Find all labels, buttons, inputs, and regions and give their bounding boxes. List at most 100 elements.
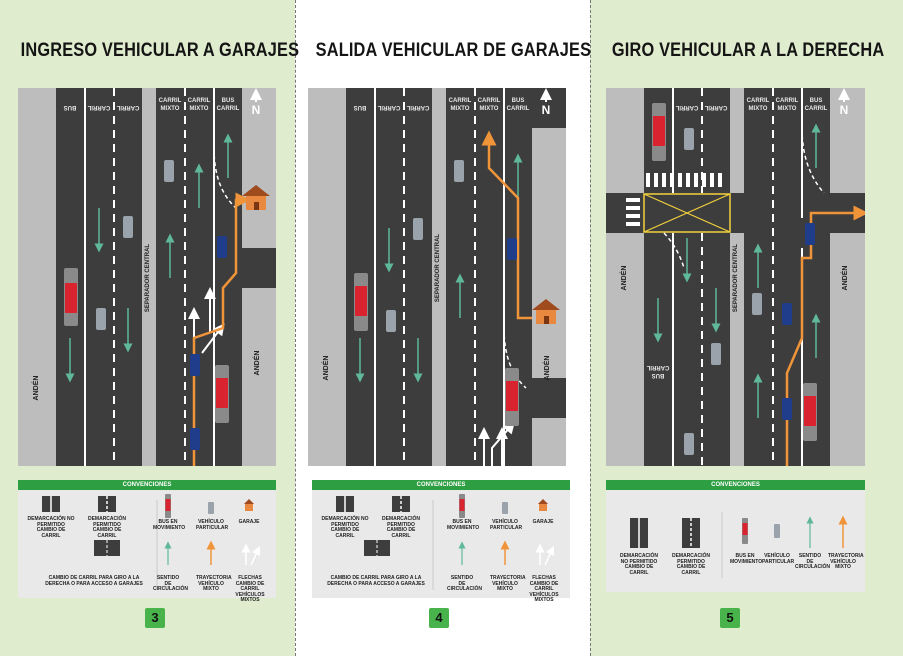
legend-cambio: CAMBIO DE CARRIL PARA GIRO A LA DERECHA … xyxy=(45,575,143,587)
legend-garaje: GARAJE xyxy=(238,519,260,525)
car-mixto xyxy=(217,236,227,258)
car-mixto xyxy=(190,428,200,450)
lane-labels: BUS CARRIL CARRIL CARRIL MIXTO CARRIL MI… xyxy=(64,98,240,112)
lane-labels: BUS CARRIL CARRIL CARRIL MIXTO CARRIL MI… xyxy=(354,98,530,112)
legend: CONVENCIONES DEMARCACIÓN NO PERMITIDO CA… xyxy=(606,480,865,592)
legend-trayectoria: TRAYECTORIA VEHÍCULO MIXTO xyxy=(196,575,232,592)
anden-label: ANDÉN xyxy=(840,266,849,291)
car xyxy=(752,293,762,315)
anden-label: ANDÉN xyxy=(321,356,330,381)
svg-text:MIXTO: MIXTO xyxy=(778,106,797,112)
legend-flechas: FLECHAS CAMBIO DE CARRIL VEHÍCULOS MIXTO… xyxy=(235,575,265,603)
panel-divider xyxy=(590,0,591,656)
car-mixto xyxy=(805,223,815,245)
direction-arrows xyxy=(65,133,233,383)
legend-flechas: FLECHAS CAMBIO DE CARRIL VEHÍCULOS MIXTO… xyxy=(529,575,559,603)
car xyxy=(96,308,106,330)
anden-label: ANDÉN xyxy=(31,376,40,401)
svg-text:BUS: BUS xyxy=(512,98,525,104)
legend-title: CONVENCIONES xyxy=(312,480,570,490)
svg-text:CARRIL: CARRIL xyxy=(805,106,828,112)
legend: CONVENCIONES DEMARCACIÓN NO PERMITIDO CA… xyxy=(18,480,276,603)
car xyxy=(454,160,464,182)
separador-label: SEPARADOR CENTRAL xyxy=(733,244,739,313)
direction-arrows xyxy=(355,153,523,383)
legend-no-permitido: DEMARCACIÓN NO PERMITIDO CAMBIO DE CARRI… xyxy=(321,516,369,539)
panel-title: GIRO VEHICULAR A LA DERECHA xyxy=(611,40,885,61)
svg-text:CARRIL: CARRIL xyxy=(406,104,429,110)
scene-giro: CARRIL CARRIL CARRIL MIXTO CARRIL MIXTO … xyxy=(606,88,865,466)
legend-cambio: CAMBIO DE CARRIL PARA GIRO A LA DERECHA … xyxy=(327,575,425,587)
svg-text:CARRIL: CARRIL xyxy=(704,104,727,110)
page-number-badge: 4 xyxy=(429,608,449,628)
svg-text:MIXTO: MIXTO xyxy=(451,106,470,112)
svg-text:CARRIL: CARRIL xyxy=(646,364,669,370)
svg-text:CARRIL: CARRIL xyxy=(188,98,211,104)
svg-text:CARRIL: CARRIL xyxy=(159,98,182,104)
svg-text:CARRIL: CARRIL xyxy=(776,98,799,104)
trajectory-path xyxy=(785,205,865,466)
legend-sentido: SENTIDO DE CIRCULACIÓN xyxy=(447,575,482,592)
anden-label: ANDÉN xyxy=(542,356,551,381)
svg-text:CARRIL: CARRIL xyxy=(507,106,530,112)
legend-vehiculo: VEHÍCULO PARTICULAR xyxy=(490,519,523,531)
north-indicator: N xyxy=(252,103,261,117)
legend-trayectoria: TRAYECTORIA VEHÍCULO MIXTO xyxy=(828,553,864,570)
svg-text:MIXTO: MIXTO xyxy=(161,106,180,112)
legend-bus: BUS EN MOVIMIENTO xyxy=(447,519,480,531)
side-street xyxy=(532,378,566,418)
svg-text:CARRIL: CARRIL xyxy=(87,104,110,110)
garage-icon xyxy=(242,185,270,210)
car xyxy=(684,433,694,455)
page-number-badge: 3 xyxy=(145,608,165,628)
svg-text:BUS: BUS xyxy=(354,104,367,110)
lane-change-arrows xyxy=(478,421,515,466)
yellow-box xyxy=(643,193,731,233)
legend-garaje: GARAJE xyxy=(532,519,554,525)
svg-text:CARRIL: CARRIL xyxy=(217,106,240,112)
panel-divider xyxy=(295,0,296,656)
legend-title: CONVENCIONES xyxy=(606,480,865,490)
svg-text:CARRIL: CARRIL xyxy=(449,98,472,104)
car xyxy=(684,128,694,150)
car-mixto xyxy=(190,354,200,376)
svg-text:BUS: BUS xyxy=(64,104,77,110)
scene-ingreso: BUS CARRIL CARRIL CARRIL MIXTO CARRIL MI… xyxy=(18,88,276,466)
car xyxy=(711,343,721,365)
car-mixto xyxy=(782,303,792,325)
svg-text:CARRIL: CARRIL xyxy=(675,104,698,110)
legend-no-permitido: DEMARCACIÓN NO PERMITIDO CAMBIO DE CARRI… xyxy=(619,553,659,576)
svg-text:MIXTO: MIXTO xyxy=(480,106,499,112)
svg-text:MIXTO: MIXTO xyxy=(749,106,768,112)
legend-permitido: DEMARCACIÓN PERMITIDO CAMBIO DE CARRIL xyxy=(87,516,127,539)
legend-permitido: DEMARCACIÓN PERMITIDO CAMBIO DE CARRIL xyxy=(381,516,421,539)
legend-vehiculo: VEHÍCULO PARTICULAR xyxy=(762,553,795,565)
north-indicator: N xyxy=(840,103,849,117)
legend-vehiculo: VEHÍCULO PARTICULAR xyxy=(196,519,229,531)
garage-icon xyxy=(532,299,560,324)
panel-title: INGRESO VEHICULAR A GARAJES xyxy=(20,40,300,61)
anden-label: ANDÉN xyxy=(252,351,261,376)
trajectory-path xyxy=(192,192,251,466)
page-number-badge: 5 xyxy=(720,608,740,628)
svg-text:CARRIL: CARRIL xyxy=(377,104,400,110)
legend-trayectoria: TRAYECTORIA VEHÍCULO MIXTO xyxy=(490,575,526,592)
car xyxy=(386,310,396,332)
svg-text:CARRIL: CARRIL xyxy=(116,104,139,110)
legend-no-permitido: DEMARCACIÓN NO PERMITIDO CAMBIO DE CARRI… xyxy=(27,516,75,539)
svg-text:BUS: BUS xyxy=(652,372,665,378)
road-east xyxy=(156,88,242,466)
scene-salida: BUS CARRIL CARRIL CARRIL MIXTO CARRIL MI… xyxy=(308,88,566,466)
car xyxy=(413,218,423,240)
svg-text:BUS: BUS xyxy=(810,98,823,104)
lane-labels: CARRIL CARRIL CARRIL MIXTO CARRIL MIXTO … xyxy=(646,98,827,378)
svg-text:MIXTO: MIXTO xyxy=(190,106,209,112)
legend-bus: BUS EN MOVIMIENTO xyxy=(730,553,763,565)
svg-text:CARRIL: CARRIL xyxy=(747,98,770,104)
panel-title: SALIDA VEHICULAR DE GARAJES xyxy=(315,40,592,61)
separador-label: SEPARADOR CENTRAL xyxy=(435,234,441,303)
anden-label: ANDÉN xyxy=(619,266,628,291)
separador-label: SEPARADOR CENTRAL xyxy=(145,244,151,313)
legend-sentido: SENTIDO DE CIRCULACIÓN xyxy=(153,575,188,592)
svg-text:CARRIL: CARRIL xyxy=(478,98,501,104)
